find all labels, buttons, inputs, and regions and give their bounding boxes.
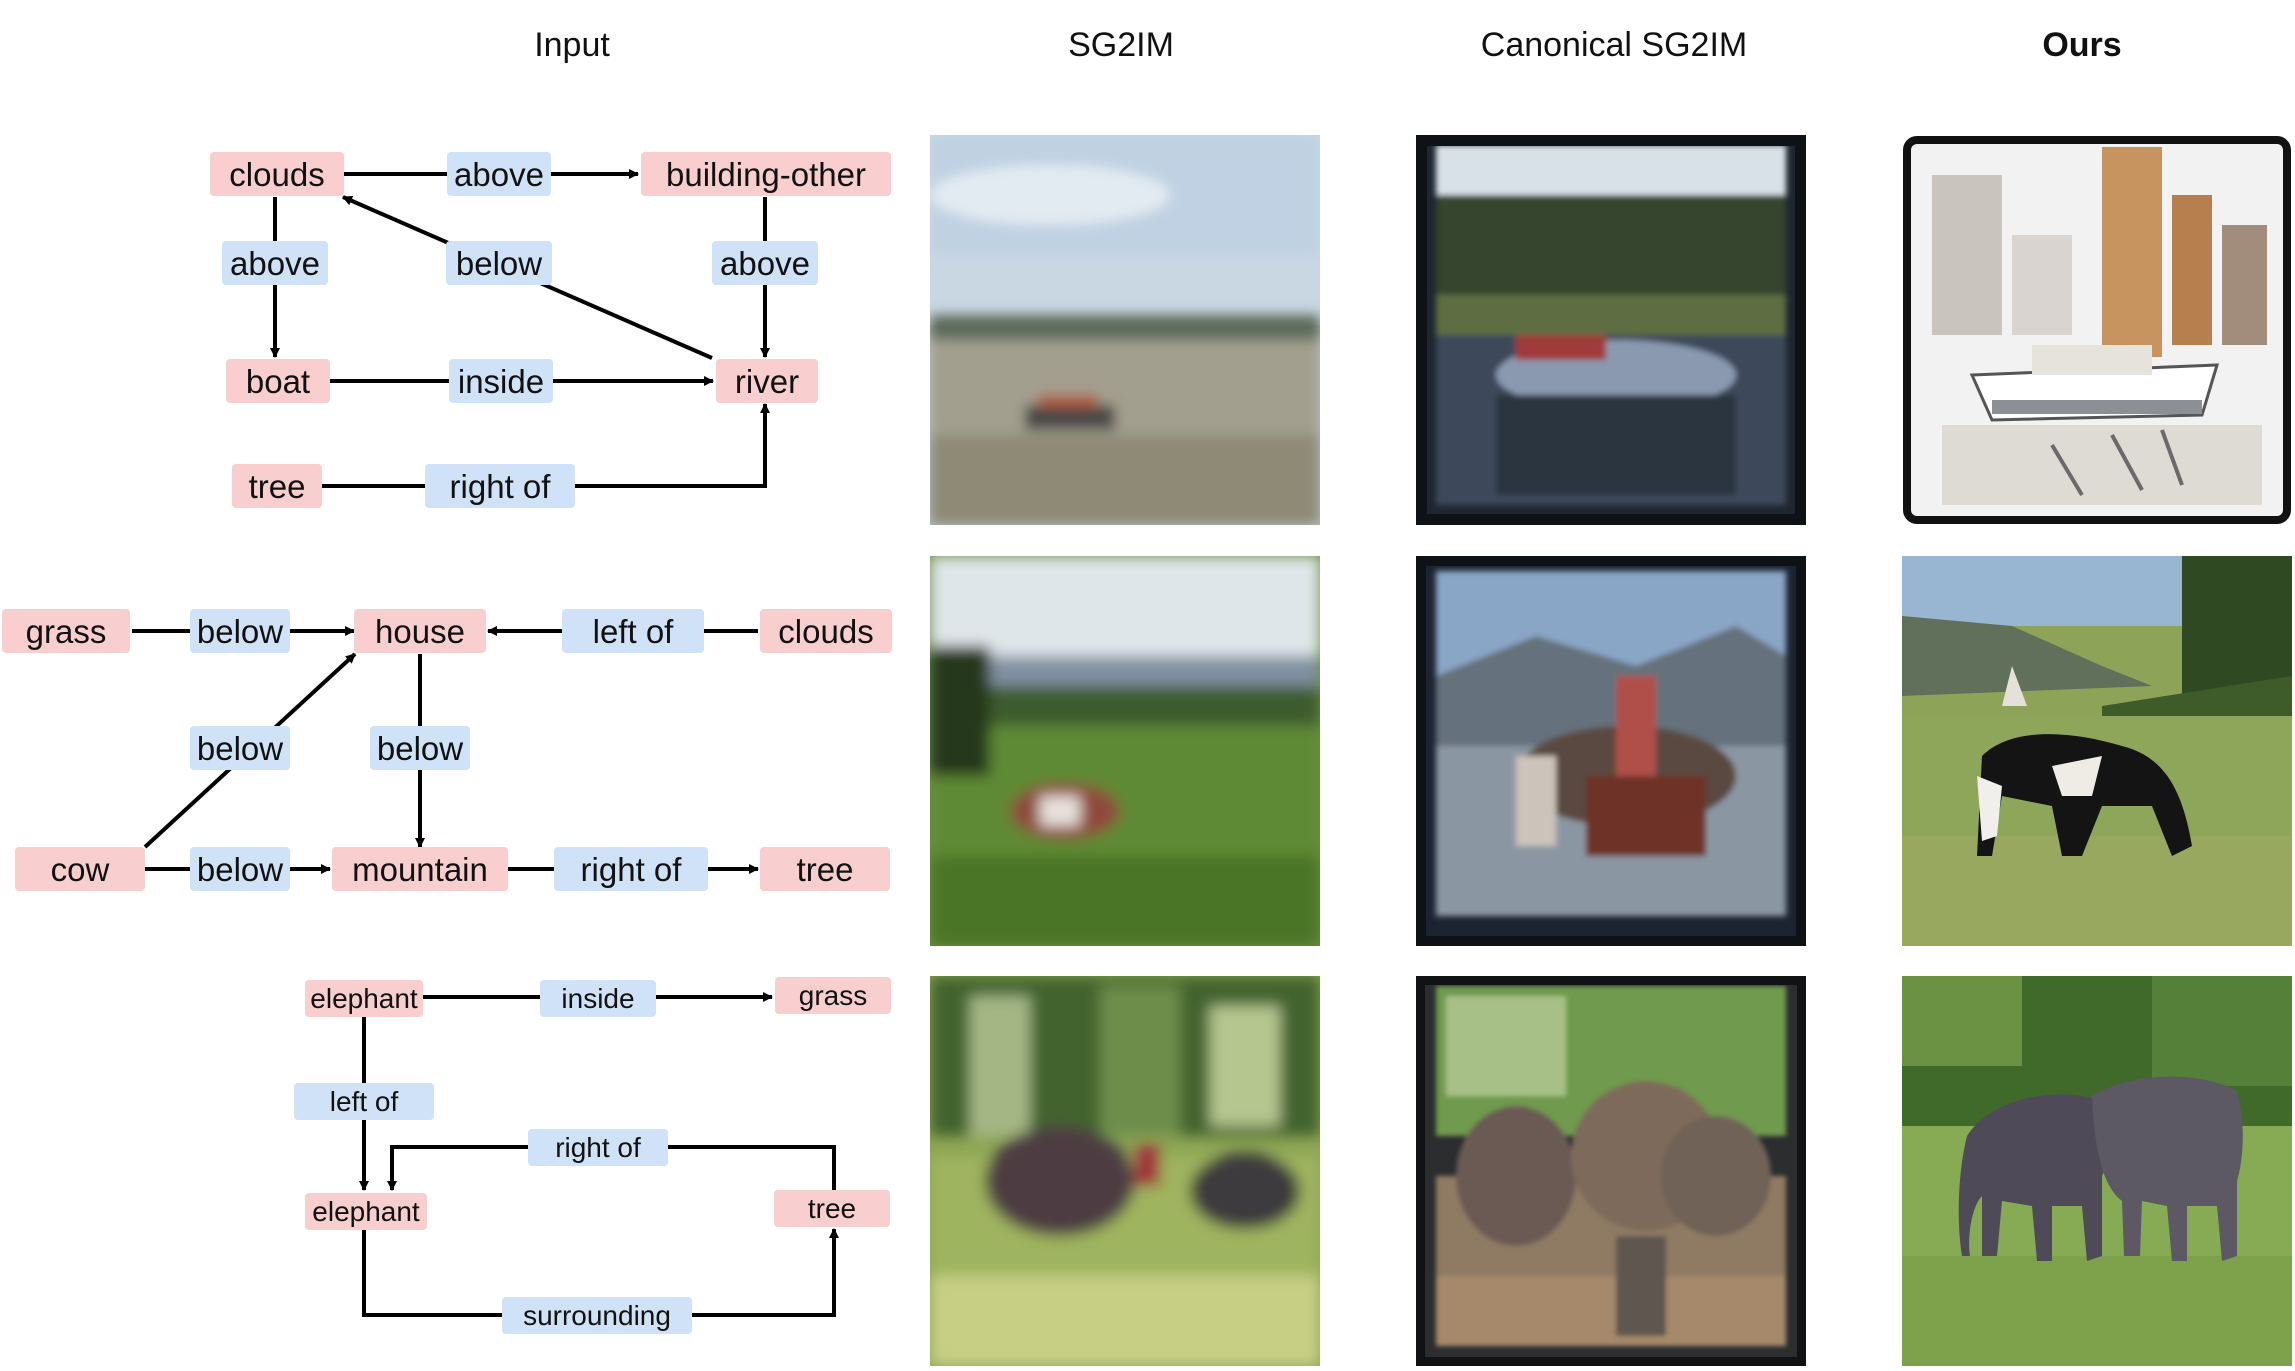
- node-label: house: [375, 613, 465, 650]
- image-row2-ours: [1902, 556, 2292, 946]
- node-label: clouds: [778, 613, 873, 650]
- graph2-relation-right-of: right of: [554, 847, 708, 891]
- graph1-relation-inside: inside: [449, 359, 553, 403]
- image-row3-sg2im: [930, 976, 1320, 1366]
- graph1-object-clouds: clouds: [210, 152, 344, 196]
- graph3-relation-inside: inside: [540, 980, 656, 1017]
- scene-graphs: clouds above building-other above below …: [2, 152, 892, 1334]
- node-label: below: [456, 245, 542, 282]
- graph3-object-grass: grass: [775, 977, 891, 1014]
- graph3-relation-left-of: left of: [294, 1083, 434, 1120]
- graph2-nodes: grass below house left of clouds below: [2, 609, 892, 891]
- graph2-object-tree: tree: [760, 847, 890, 891]
- graph1-relation-right-of: right of: [425, 464, 575, 508]
- node-label: mountain: [352, 851, 488, 888]
- graph1-relation-above-boat: above: [222, 241, 328, 285]
- node-label: left of: [593, 613, 675, 650]
- graph1-object-river: river: [716, 359, 818, 403]
- image-row3-canonical: [1416, 976, 1806, 1366]
- node-label: inside: [458, 363, 544, 400]
- node-label: grass: [26, 613, 107, 650]
- node-label: right of: [450, 468, 552, 505]
- node-label: below: [377, 730, 463, 767]
- node-label: elephant: [310, 983, 418, 1014]
- graph2-object-mountain: mountain: [332, 847, 508, 891]
- graph3-nodes: elephant inside grass left of right of e…: [294, 977, 891, 1334]
- node-label: tree: [797, 851, 854, 888]
- graph3-object-elephant-bottom: elephant: [305, 1193, 427, 1230]
- node-label: below: [197, 613, 283, 650]
- node-label: right of: [581, 851, 683, 888]
- node-label: tree: [808, 1193, 856, 1224]
- image-row2-sg2im: [930, 556, 1320, 946]
- graph2-relation-below-cow-house: below: [190, 726, 290, 770]
- graph2-object-house: house: [354, 609, 486, 653]
- node-label: below: [197, 730, 283, 767]
- graph2-relation-below-house: below: [190, 609, 290, 653]
- graph1-object-building-other: building-other: [641, 152, 891, 196]
- graph3-relation-right-of: right of: [528, 1129, 668, 1166]
- graph1-relation-below: below: [446, 241, 552, 285]
- node-label: left of: [330, 1086, 399, 1117]
- graph1-object-tree: tree: [232, 464, 322, 508]
- node-label: grass: [799, 980, 867, 1011]
- graph1-object-boat: boat: [226, 359, 330, 403]
- graph2-object-clouds: clouds: [760, 609, 892, 653]
- graph3-relation-surrounding: surrounding: [502, 1297, 692, 1334]
- image-row1-ours: [1902, 135, 2292, 525]
- node-label: river: [735, 363, 799, 400]
- image-row1-canonical: [1416, 135, 1806, 525]
- graph2-relation-below-house-mountain: below: [370, 726, 470, 770]
- graph2-object-grass: grass: [2, 609, 130, 653]
- node-label: inside: [561, 983, 634, 1014]
- node-label: clouds: [229, 156, 324, 193]
- header-ours: Ours: [2042, 26, 2122, 64]
- graph1-relation-above-river: above: [712, 241, 818, 285]
- node-label: surrounding: [523, 1300, 671, 1331]
- graph1-edges: [270, 169, 770, 488]
- graph1-relation-above-building: above: [447, 152, 551, 196]
- graph2-object-cow: cow: [15, 847, 145, 891]
- graph3-object-tree: tree: [774, 1190, 890, 1227]
- node-label: above: [230, 245, 320, 282]
- graph2-relation-below-cow-mountain: below: [190, 847, 290, 891]
- node-label: right of: [555, 1132, 641, 1163]
- node-label: elephant: [312, 1196, 420, 1227]
- image-row3-ours: [1902, 976, 2292, 1366]
- header-input: Input: [534, 26, 610, 64]
- node-label: tree: [249, 468, 306, 505]
- image-row1-sg2im: [930, 135, 1320, 525]
- graph2-relation-left-of: left of: [562, 609, 704, 653]
- image-row2-canonical: [1416, 556, 1806, 946]
- graph1-nodes: clouds above building-other above below …: [210, 152, 891, 508]
- node-label: cow: [51, 851, 110, 888]
- node-label: above: [720, 245, 810, 282]
- node-label: boat: [246, 363, 310, 400]
- node-label: above: [454, 156, 544, 193]
- node-label: building-other: [666, 156, 866, 193]
- header-canonical-sg2im: Canonical SG2IM: [1480, 26, 1748, 64]
- graph3-object-elephant-top: elephant: [305, 980, 423, 1017]
- header-sg2im: SG2IM: [1068, 26, 1174, 64]
- node-label: below: [197, 851, 283, 888]
